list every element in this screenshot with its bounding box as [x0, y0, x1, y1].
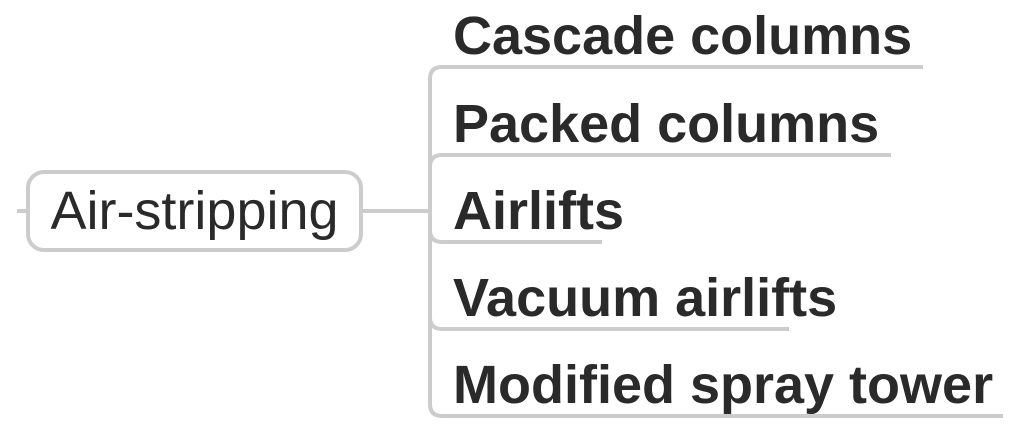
root-node-air-stripping[interactable]: Air-stripping	[50, 181, 339, 241]
edge-packed-columns	[428, 153, 891, 211]
branch-node-packed-columns[interactable]: Packed columns	[453, 94, 880, 154]
branch-node-vacuum-airlifts[interactable]: Vacuum airlifts	[453, 268, 838, 328]
edge-modified-spray-tower	[428, 211, 1003, 418]
branch-node-modified-spray-tower[interactable]: Modified spray tower	[453, 355, 994, 415]
branch-node-airlifts[interactable]: Airlifts	[453, 181, 625, 241]
edge-cascade-columns	[428, 65, 923, 211]
branch-node-cascade-columns[interactable]: Cascade columns	[453, 6, 913, 66]
